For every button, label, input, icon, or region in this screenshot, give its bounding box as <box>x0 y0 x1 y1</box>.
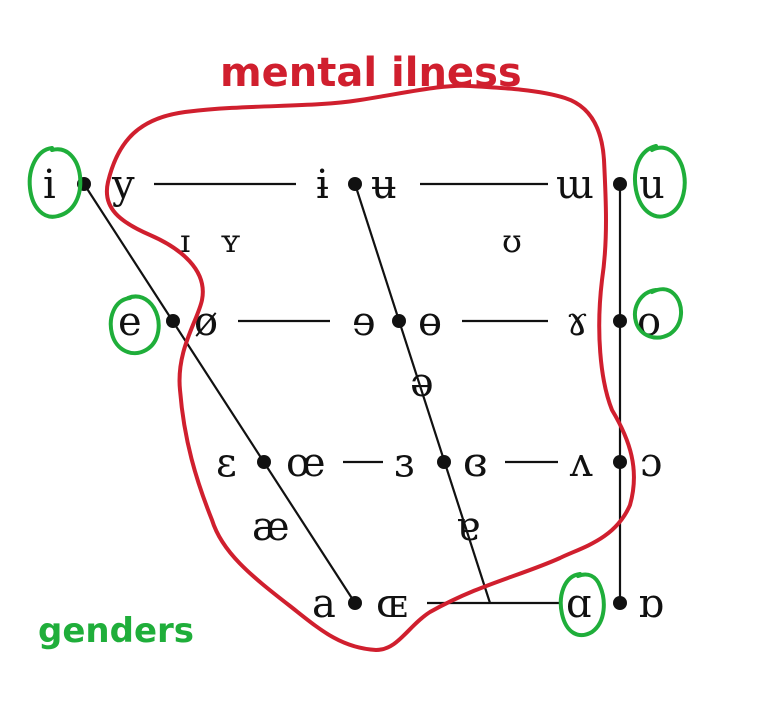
vowel-a: a <box>312 581 336 627</box>
red-freehand-outline <box>104 83 636 652</box>
mental-illness-caption: mental ilness <box>220 50 522 96</box>
chart-lines <box>83 182 622 605</box>
green-circles <box>27 144 687 638</box>
vowel-schwa: ə <box>410 360 434 406</box>
front-diagonal <box>83 183 356 604</box>
vowel-reversed-e: ɘ <box>352 299 376 345</box>
dot-open-mid-back <box>613 455 627 469</box>
central-diagonal <box>353 183 492 604</box>
dot-close-central <box>348 177 362 191</box>
vowel-open-o: ɔ <box>640 440 662 486</box>
dot-open-back <box>613 596 627 610</box>
vowel-u: u <box>639 162 665 208</box>
vowel-o-slash: ø <box>194 299 218 345</box>
green-circle-o <box>633 287 683 340</box>
vowel-small-cap-y: ʏ <box>220 222 241 260</box>
vowel-turned-a: ɐ <box>456 504 480 550</box>
dot-open-front <box>348 596 362 610</box>
vowel-closed-reversed-epsilon: ɞ <box>463 440 488 486</box>
vowel-script-a: ɑ <box>566 581 592 627</box>
genders-caption: genders <box>38 611 194 651</box>
vowel-reversed-epsilon: ɜ <box>394 440 414 486</box>
dot-close-back <box>613 177 627 191</box>
vowel-e: e <box>118 299 142 345</box>
vowel-turned-m: ɯ <box>556 162 594 208</box>
vowel-turned-v: ʌ <box>569 440 593 486</box>
vowel-symbols: i y ɨ ʉ ɯ u ɪ ʏ ʊ e ø ɘ ɵ ɤ o ə ɛ œ ɜ ɞ … <box>43 162 665 627</box>
vowel-epsilon: ɛ <box>216 440 237 486</box>
vowel-i: i <box>43 162 56 208</box>
vowel-turned-script-a: ɒ <box>638 581 664 627</box>
vowel-barred-o: ɵ <box>418 299 442 345</box>
vowel-ash: æ <box>252 504 290 550</box>
dot-open-mid-front <box>257 455 271 469</box>
dot-open-mid-central <box>437 455 451 469</box>
vowel-barred-u: ʉ <box>371 162 397 208</box>
vowel-small-cap-oe: ɶ <box>376 581 408 627</box>
vowel-y: y <box>111 162 135 208</box>
dot-close-mid-front <box>166 314 180 328</box>
green-circle-script-a <box>558 572 606 638</box>
green-circle-e <box>108 294 161 356</box>
vowel-upsilon: ʊ <box>502 222 522 260</box>
vowel-ram-horns: ɤ <box>566 299 589 345</box>
vowel-small-cap-i: ɪ <box>180 222 190 260</box>
dot-close-mid-back <box>613 314 627 328</box>
vowel-oe-ligature: œ <box>286 440 326 486</box>
vowel-barred-i: ɨ <box>316 162 329 208</box>
green-circle-i <box>27 146 83 219</box>
dot-close-mid-central <box>392 314 406 328</box>
chart-dots <box>77 177 627 610</box>
green-circle-u <box>633 144 687 219</box>
